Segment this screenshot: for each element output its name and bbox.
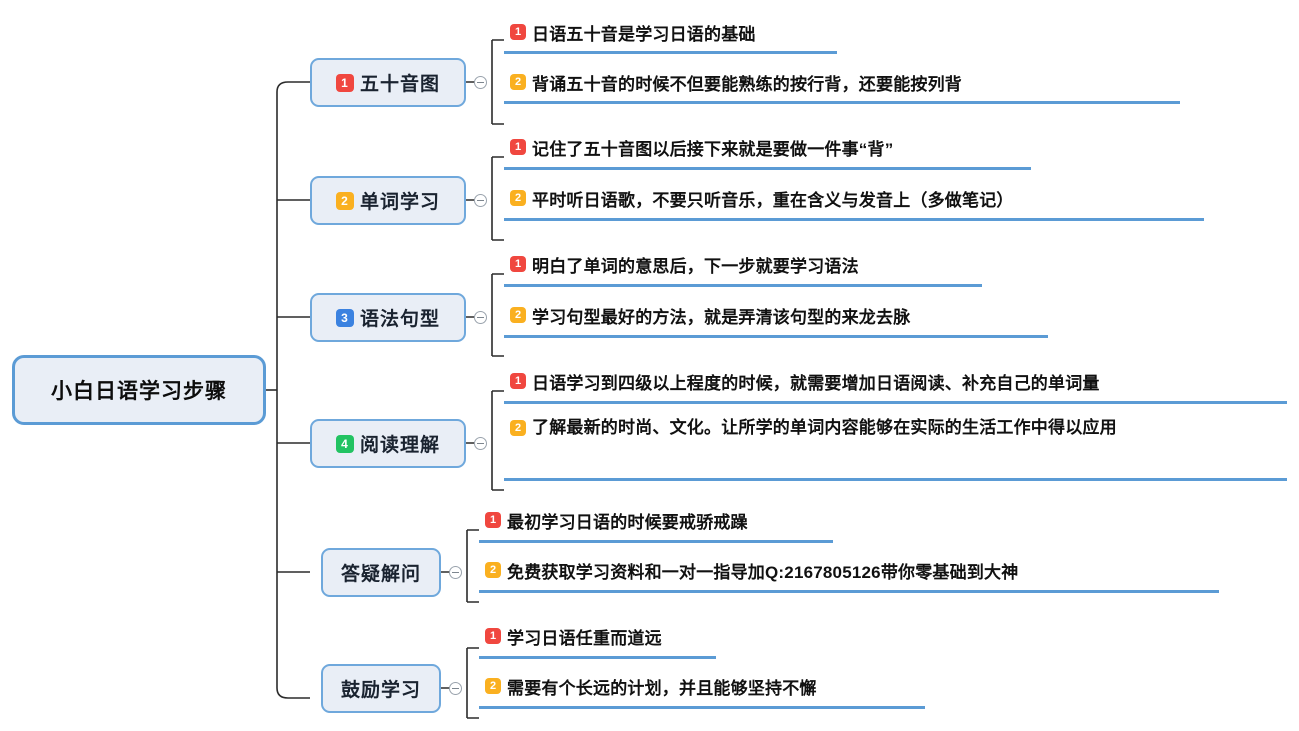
leaf-text-3-1: 明白了单词的意思后，下一步就要学习语法 bbox=[532, 257, 859, 276]
branch-badge-4: 4 bbox=[335, 434, 354, 453]
branch-badge-2: 2 bbox=[335, 191, 354, 210]
leaf-badge-5-1: 1 bbox=[485, 512, 501, 528]
branch-badge-3: 3 bbox=[335, 308, 354, 327]
branch-label-3: 语法句型 bbox=[359, 309, 440, 330]
leaf-6-2[interactable]: 2 需要有个长远的计划，并且能够坚持不懈 bbox=[485, 678, 817, 701]
branch-badge-1: 1 bbox=[335, 73, 354, 92]
leaf-text-1-2: 背诵五十音的时候不但要能熟练的按行背，还要能按列背 bbox=[532, 75, 962, 94]
collapse-toggle-2[interactable] bbox=[474, 194, 487, 207]
leaf-3-1[interactable]: 1 明白了单词的意思后，下一步就要学习语法 bbox=[510, 256, 859, 279]
leaf-underline-5-1 bbox=[479, 540, 833, 543]
leaf-5-1[interactable]: 1 最初学习日语的时候要戒骄戒躁 bbox=[485, 512, 748, 535]
leaf-text-1-1: 日语五十音是学习日语的基础 bbox=[532, 25, 756, 44]
leaf-underline-1-1 bbox=[504, 51, 837, 54]
leaf-underline-4-1 bbox=[504, 401, 1287, 404]
root-node[interactable]: 小白日语学习步骤 bbox=[12, 355, 266, 425]
branch-label-4: 阅读理解 bbox=[359, 435, 440, 456]
leaf-6-1[interactable]: 1 学习日语任重而道远 bbox=[485, 628, 662, 651]
leaf-badge-1-1: 1 bbox=[510, 24, 526, 40]
leaf-badge-3-2: 2 bbox=[510, 307, 526, 323]
collapse-toggle-1[interactable] bbox=[474, 76, 487, 89]
leaf-underline-3-1 bbox=[504, 284, 982, 287]
leaf-2-1[interactable]: 1 记住了五十音图以后接下来就是要做一件事“背” bbox=[510, 139, 893, 162]
leaf-text-2-2: 平时听日语歌，不要只听音乐，重在含义与发音上（多做笔记） bbox=[532, 191, 1014, 210]
leaf-badge-1-2: 2 bbox=[510, 74, 526, 90]
leaf-text-2-1: 记住了五十音图以后接下来就是要做一件事“背” bbox=[532, 140, 894, 159]
leaf-text-4-1: 日语学习到四级以上程度的时候，就需要增加日语阅读、补充自己的单词量 bbox=[532, 374, 1100, 393]
leaf-underline-1-2 bbox=[504, 101, 1180, 104]
leaf-underline-4-2 bbox=[504, 478, 1287, 481]
branch-node-3[interactable]: 3 语法句型 bbox=[310, 293, 466, 342]
leaf-underline-3-2 bbox=[504, 335, 1048, 338]
leaf-text-5-1: 最初学习日语的时候要戒骄戒躁 bbox=[507, 513, 748, 532]
leaf-4-1[interactable]: 1 日语学习到四级以上程度的时候，就需要增加日语阅读、补充自己的单词量 bbox=[510, 373, 1100, 396]
branch-node-6[interactable]: 鼓励学习 bbox=[321, 664, 441, 713]
collapse-toggle-3[interactable] bbox=[474, 311, 487, 324]
leaf-underline-6-1 bbox=[479, 656, 716, 659]
branch-node-1[interactable]: 1 五十音图 bbox=[310, 58, 466, 107]
branch-node-4[interactable]: 4 阅读理解 bbox=[310, 419, 466, 468]
leaf-2-2[interactable]: 2 平时听日语歌，不要只听音乐，重在含义与发音上（多做笔记） bbox=[510, 190, 1014, 213]
leaf-badge-4-1: 1 bbox=[510, 373, 526, 389]
leaf-underline-5-2 bbox=[479, 590, 1219, 593]
branch-label-5: 答疑解问 bbox=[340, 564, 421, 585]
root-node-label: 小白日语学习步骤 bbox=[51, 380, 227, 403]
leaf-4-2[interactable]: 2 了解最新的时尚、文化。让所学的单词内容能够在实际的生活工作中得以应用 bbox=[510, 417, 1290, 440]
branch-node-2[interactable]: 2 单词学习 bbox=[310, 176, 466, 225]
leaf-text-5-2: 免费获取学习资料和一对一指导加Q:2167805126带你零基础到大神 bbox=[507, 563, 1019, 582]
branch-label-6: 鼓励学习 bbox=[340, 680, 421, 701]
leaf-text-3-2: 学习句型最好的方法，就是弄清该句型的来龙去脉 bbox=[532, 308, 911, 327]
leaf-3-2[interactable]: 2 学习句型最好的方法，就是弄清该句型的来龙去脉 bbox=[510, 307, 910, 330]
leaf-underline-2-2 bbox=[504, 218, 1204, 221]
branch-node-5[interactable]: 答疑解问 bbox=[321, 548, 441, 597]
leaf-text-6-2: 需要有个长远的计划，并且能够坚持不懈 bbox=[507, 679, 817, 698]
leaf-badge-2-1: 1 bbox=[510, 139, 526, 155]
leaf-badge-4-2: 2 bbox=[510, 420, 526, 437]
collapse-toggle-5[interactable] bbox=[449, 566, 462, 579]
leaf-text-6-1: 学习日语任重而道远 bbox=[507, 629, 662, 648]
leaf-1-2[interactable]: 2 背诵五十音的时候不但要能熟练的按行背，还要能按列背 bbox=[510, 74, 962, 97]
collapse-toggle-4[interactable] bbox=[474, 437, 487, 450]
leaf-badge-6-2: 2 bbox=[485, 678, 501, 694]
leaf-badge-2-2: 2 bbox=[510, 190, 526, 206]
collapse-toggle-6[interactable] bbox=[449, 682, 462, 695]
leaf-badge-5-2: 2 bbox=[485, 562, 501, 578]
leaf-underline-6-2 bbox=[479, 706, 925, 709]
leaf-badge-3-1: 1 bbox=[510, 256, 526, 272]
leaf-5-2[interactable]: 2 免费获取学习资料和一对一指导加Q:2167805126带你零基础到大神 bbox=[485, 562, 1018, 585]
leaf-underline-2-1 bbox=[504, 167, 1031, 170]
leaf-text-4-2: 了解最新的时尚、文化。让所学的单词内容能够在实际的生活工作中得以应用 bbox=[532, 418, 1117, 437]
branch-label-2: 单词学习 bbox=[359, 192, 440, 213]
leaf-1-1[interactable]: 1 日语五十音是学习日语的基础 bbox=[510, 24, 756, 47]
branch-label-1: 五十音图 bbox=[359, 74, 440, 95]
leaf-badge-6-1: 1 bbox=[485, 628, 501, 644]
